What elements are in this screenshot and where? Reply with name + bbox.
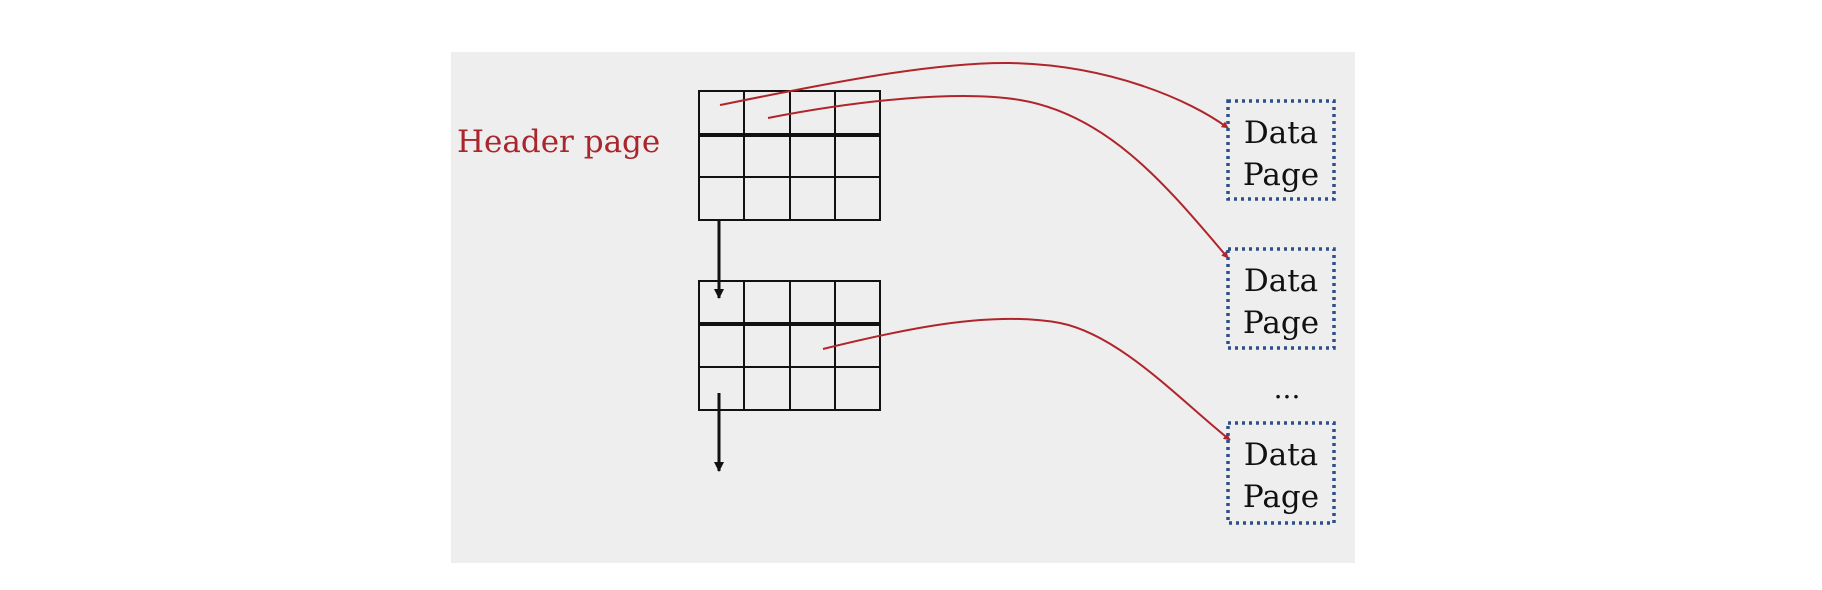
data-page-box: Data Page bbox=[1226, 247, 1336, 350]
header-page-label: Header page bbox=[457, 124, 660, 160]
diagram-background bbox=[451, 52, 1355, 563]
data-page-pointer-arrow bbox=[822, 317, 1231, 441]
more-pages-ellipsis: ... bbox=[1274, 372, 1301, 405]
data-page-box: Data Page bbox=[1226, 421, 1336, 525]
data-page-label-line2: Page bbox=[1243, 479, 1319, 515]
data-page-pointer-arrow bbox=[719, 61, 1229, 129]
data-page-box: Data Page bbox=[1226, 99, 1336, 201]
data-page-label-line1: Data bbox=[1244, 115, 1318, 151]
data-page-pointer-arrow bbox=[767, 95, 1229, 259]
data-page-label-line1: Data bbox=[1244, 263, 1318, 299]
data-page-label-line2: Page bbox=[1243, 305, 1319, 341]
data-page-label-line1: Data bbox=[1244, 437, 1318, 473]
data-page-label-line2: Page bbox=[1243, 157, 1319, 193]
header-page-grid bbox=[698, 90, 881, 221]
